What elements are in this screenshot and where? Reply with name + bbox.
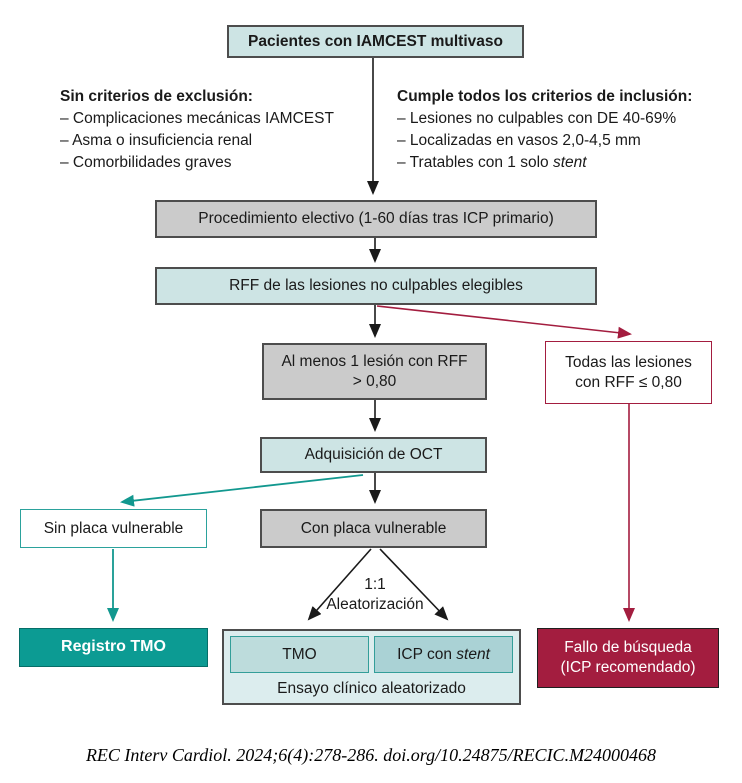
box-rff-lesiones: RFF de las lesiones no culpables elegibl… [155, 267, 597, 305]
fallo-line1: Fallo de búsqueda [564, 639, 692, 657]
icp-arm-text: ICP con [397, 645, 457, 663]
box-oct-label: Adquisición de OCT [304, 446, 443, 464]
icp-arm-label: ICP con stent [397, 646, 490, 664]
rff-positive-line2: > 0,80 [352, 372, 397, 390]
box-procedimiento-label: Procedimiento electivo (1-60 días tras I… [198, 210, 554, 228]
rff-negative-line2: con RFF ≤ 0,80 [575, 373, 682, 391]
exclusion-title: Sin criterios de exclusión: [60, 88, 253, 105]
con-placa-label: Con placa vulnerable [300, 519, 447, 537]
tmo-arm-label: TMO [282, 645, 317, 663]
trial-label: Ensayo clínico aleatorizado [277, 680, 466, 697]
exclusion-item: – Asma o insuficiencia renal [60, 132, 253, 149]
exclusion-item: – Comorbilidades graves [60, 154, 232, 171]
box-rff-positive: Al menos 1 lesión con RFF > 0,80 [262, 343, 487, 400]
inclusion-item: – Lesiones no culpables con DE 40-69% [397, 110, 677, 127]
citation: REC Interv Cardiol. 2024;6(4):278-286. d… [85, 745, 657, 765]
trial-arms: TMO ICP con stent [230, 636, 513, 673]
exclusion-criteria: Sin criterios de exclusión: – Complicaci… [60, 86, 375, 174]
box-pacientes-label: Pacientes con IAMCEST multivaso [248, 32, 503, 50]
inclusion-title: Cumple todos los criterios de inclusión: [397, 88, 693, 105]
box-icp-arm: ICP con stent [374, 636, 513, 673]
sin-placa-label: Sin placa vulnerable [43, 519, 184, 537]
inclusion-item-stent: stent [552, 154, 587, 171]
arrow-oct-to-sinplaca [120, 474, 364, 507]
randomization-text: Aleatorización [326, 596, 424, 613]
box-fallo-busqueda: Fallo de búsqueda (ICP recomendado) [537, 628, 719, 688]
box-rff-label: RFF de las lesiones no culpables elegibl… [229, 277, 523, 295]
inclusion-item-text: – Tratables con 1 solo [397, 154, 553, 171]
box-con-placa: Con placa vulnerable [260, 509, 487, 548]
inclusion-criteria: Cumple todos los criterios de inclusión:… [397, 86, 727, 174]
arrow-random-left [307, 548, 372, 621]
inclusion-item: – Localizadas en vasos 2,0-4,5 mm [397, 132, 641, 149]
rff-positive-line1: Al menos 1 lesión con RFF [281, 352, 468, 370]
box-tmo-arm: TMO [230, 636, 369, 673]
box-procedimiento-electivo: Procedimiento electivo (1-60 días tras I… [155, 200, 597, 238]
arrow-rff-to-negative [376, 305, 632, 339]
trial-container: TMO ICP con stent Ensayo clínico aleator… [222, 629, 521, 705]
icp-arm-stent: stent [456, 645, 490, 663]
fallo-line2: (ICP recomendado) [560, 659, 696, 676]
registro-tmo-label: Registro TMO [61, 638, 166, 656]
inclusion-item: – Tratables con 1 solo stent [397, 152, 727, 174]
randomization-ratio: 1:1 [364, 576, 386, 593]
box-adquisicion-oct: Adquisición de OCT [260, 437, 487, 473]
rff-negative-line1: Todas las lesiones [565, 353, 692, 371]
randomization-label: 1:1 Aleatorización [315, 575, 435, 615]
box-registro-tmo: Registro TMO [19, 628, 208, 667]
box-rff-negative: Todas las lesiones con RFF ≤ 0,80 [545, 341, 712, 404]
box-pacientes-iamcest: Pacientes con IAMCEST multivaso [227, 25, 524, 58]
arrow-random-right [379, 548, 449, 621]
box-sin-placa: Sin placa vulnerable [20, 509, 207, 548]
exclusion-item: – Complicaciones mecánicas IAMCEST [60, 110, 334, 127]
